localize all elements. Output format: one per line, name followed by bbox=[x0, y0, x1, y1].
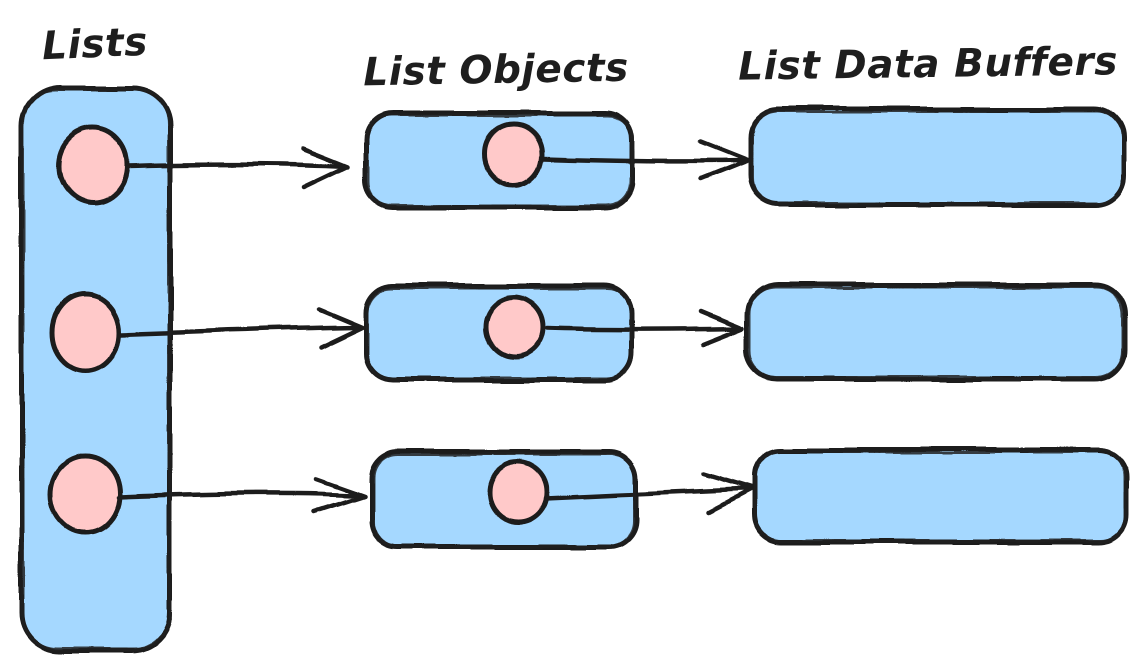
object-dot-2 bbox=[482, 294, 546, 360]
data-buffer-box-2 bbox=[744, 282, 1127, 382]
lists-container-echo bbox=[21, 88, 171, 651]
shapes-layer bbox=[19, 85, 1129, 653]
data-buffer-echo-2 bbox=[747, 285, 1125, 380]
label-list-objects: List Objects bbox=[363, 46, 629, 96]
data-buffer-echo-3 bbox=[754, 450, 1127, 543]
arrow-list-to-object-1 bbox=[124, 146, 351, 191]
object-dot-1 bbox=[481, 122, 545, 188]
sketch-echo-layer bbox=[21, 88, 1127, 651]
object-dot-3 bbox=[486, 459, 550, 525]
label-list-data-buffers: List Data Buffers bbox=[738, 39, 1118, 89]
data-buffer-box-1 bbox=[747, 106, 1127, 208]
data-buffer-box-3 bbox=[751, 447, 1129, 545]
arrow-object-to-buffer-3 bbox=[543, 471, 756, 515]
arrow-object-to-buffer-2 bbox=[544, 308, 745, 347]
label-lists: Lists bbox=[41, 20, 149, 70]
list-object-echo-3 bbox=[371, 452, 637, 548]
list-slot-dot-2 bbox=[50, 291, 122, 373]
list-slot-dot-3 bbox=[48, 453, 122, 535]
data-buffer-echo-1 bbox=[750, 109, 1125, 206]
list-object-echo-1 bbox=[366, 113, 633, 208]
arrow-list-to-object-3 bbox=[115, 476, 367, 515]
arrow-object-to-buffer-1 bbox=[541, 139, 751, 183]
column-titles: Lists List Objects List Data Buffers bbox=[41, 20, 1118, 96]
list-slot-dot-1 bbox=[56, 125, 130, 205]
arrow-list-to-object-2 bbox=[118, 306, 365, 350]
list-object-echo-2 bbox=[366, 286, 633, 381]
